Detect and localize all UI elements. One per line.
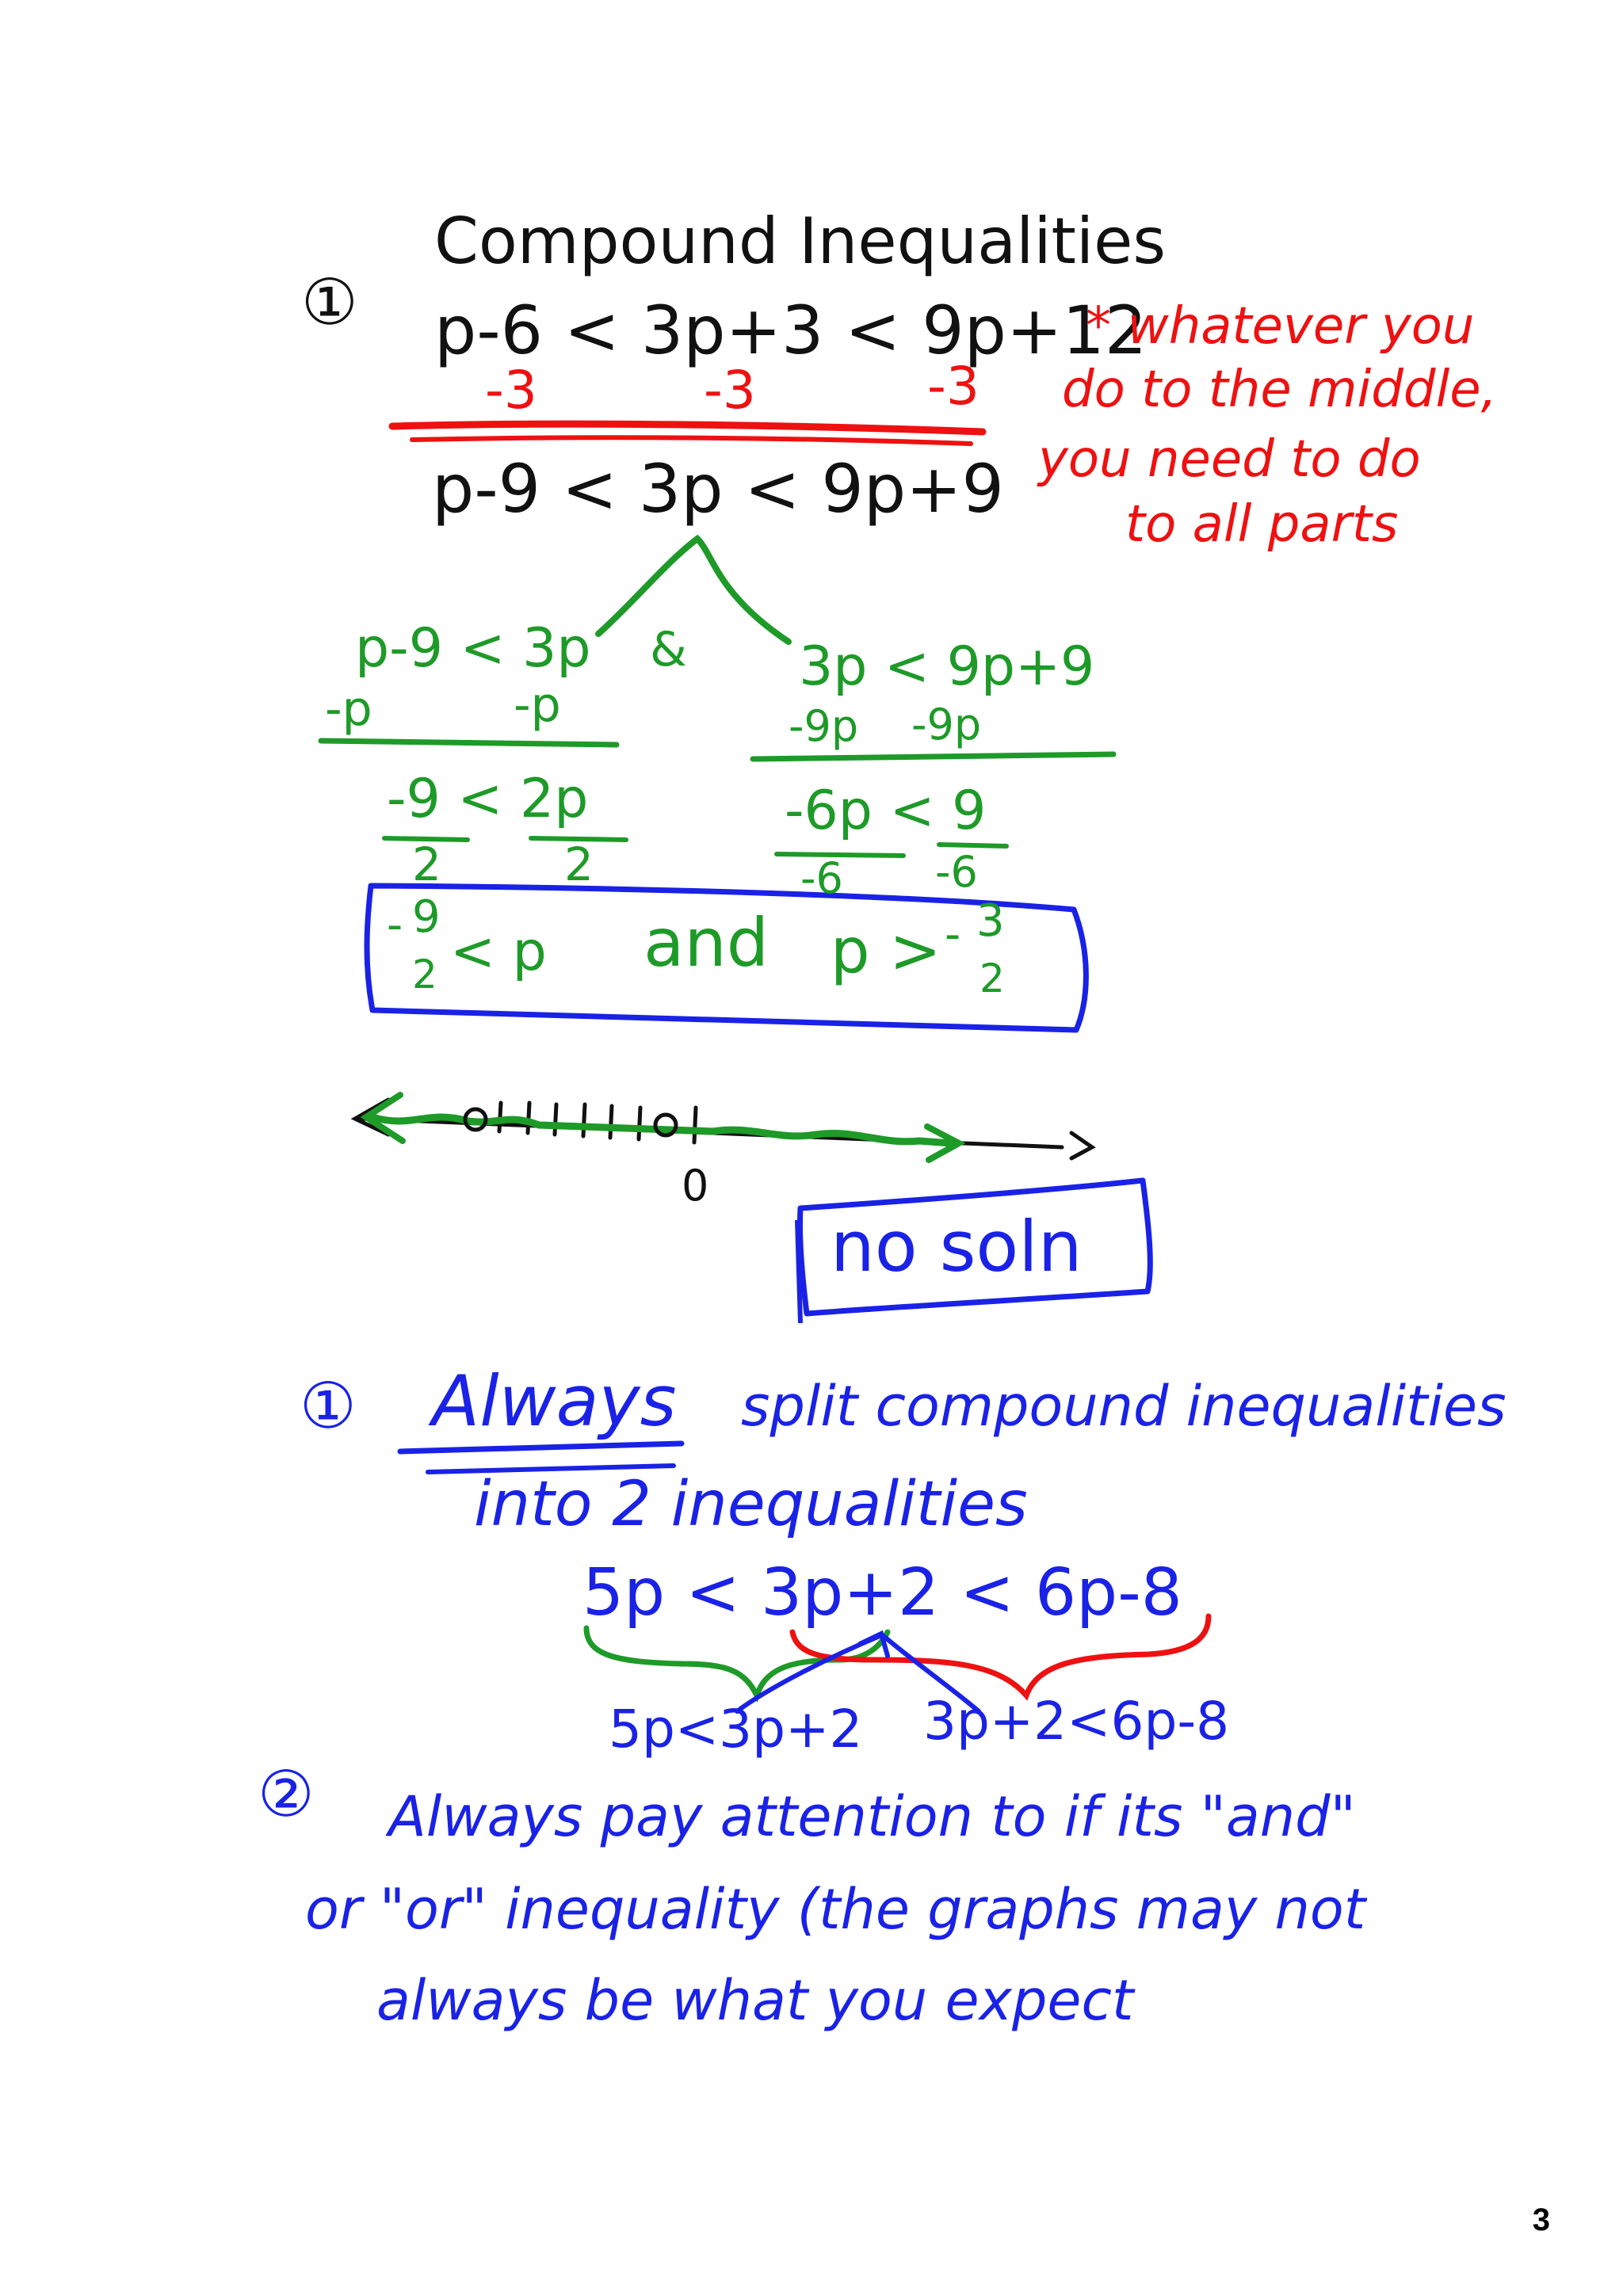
right-inequality: 3p < 9p+9 — [799, 635, 1095, 698]
tip-1-rest: split compound inequalities — [741, 1374, 1507, 1439]
red-underline — [388, 420, 987, 436]
left-simplified: -9 < 2p — [387, 768, 589, 830]
and-connector: & — [650, 622, 687, 677]
result-left-rest: < p — [450, 921, 547, 983]
section-1-title: Compound Inequalities — [434, 204, 1167, 278]
number-line-arrowhead-left — [350, 1097, 391, 1137]
note-line-2: do to the middle, — [1062, 360, 1497, 419]
note-line-1: * whatever you — [1086, 297, 1475, 356]
green-arrow-left — [360, 1092, 406, 1144]
right-simplified: -6p < 9 — [785, 780, 987, 842]
green-brace — [583, 1625, 891, 1703]
note-line-4: to all parts — [1125, 495, 1399, 554]
frac-bar-4 — [937, 842, 1009, 849]
result-right-den: 2 — [980, 955, 1005, 1001]
tip-1-always: Always — [432, 1360, 677, 1442]
left-inequality: p-9 < 3p — [355, 617, 591, 680]
example-split-left: 5p<3p+2 — [609, 1699, 863, 1760]
result-left-num: 9 — [412, 891, 441, 943]
result-minus-1: - — [387, 899, 403, 951]
subtract-middle: -3 — [704, 360, 756, 421]
simplified-inequality: p-9 < 3p < 9p+9 — [432, 450, 1004, 528]
section-1-number: ① — [301, 265, 358, 339]
number-line-ticks — [497, 1100, 698, 1145]
left-den-2: 2 — [564, 837, 594, 891]
green-branch — [595, 534, 792, 645]
tip-2-line-1: Always pay attention to if its "and" — [388, 1784, 1356, 1849]
no-soln-box-stroke — [795, 1219, 803, 1324]
red-underline-2 — [410, 435, 973, 446]
example-inequality: 5p < 3p+2 < 6p-8 — [582, 1555, 1182, 1630]
right-subtract-a: -9p — [789, 701, 859, 751]
number-line-base — [358, 1116, 1064, 1150]
note-line-3: you need to do — [1038, 430, 1421, 489]
right-den-1: -6 — [800, 853, 843, 903]
number-line-zero: 0 — [682, 1161, 709, 1211]
number-line-arrowhead-right — [1069, 1131, 1096, 1161]
result-right-rest: p > — [831, 916, 941, 987]
tip-2-line-2: or "or" inequality (the graphs may not — [305, 1877, 1366, 1942]
tip-1-number: ① — [300, 1369, 357, 1443]
green-arrow-right — [924, 1123, 966, 1163]
result-left-den: 2 — [412, 952, 437, 997]
subtract-left: -3 — [485, 360, 537, 421]
result-and: and — [643, 904, 769, 982]
subtract-right: -3 — [927, 356, 980, 417]
green-graph — [369, 1113, 955, 1147]
right-den-2: -6 — [935, 847, 978, 897]
tip-2-line-3: always be what you expect — [376, 1968, 1134, 2033]
result-right-num: 3 — [976, 895, 1005, 947]
page-number: 3 — [1532, 2203, 1550, 2237]
original-inequality: p-6 < 3p+3 < 9p+12 — [434, 292, 1148, 369]
green-line-right — [750, 751, 1117, 762]
left-den-1: 2 — [412, 837, 441, 891]
tip-1-line-2: into 2 inequalities — [474, 1469, 1028, 1540]
no-solution-text: no soln — [831, 1206, 1083, 1287]
right-subtract-b: -9p — [911, 700, 982, 749]
example-split-right: 3p+2<6p-8 — [923, 1691, 1230, 1752]
left-subtract-b: -p — [514, 677, 561, 733]
always-underline-1 — [397, 1440, 685, 1455]
tip-2-number: ② — [258, 1757, 315, 1831]
left-subtract-a: -p — [325, 681, 372, 737]
blue-arrow-head — [857, 1630, 890, 1658]
green-line-left — [318, 738, 620, 748]
result-minus-2: - — [945, 909, 961, 960]
